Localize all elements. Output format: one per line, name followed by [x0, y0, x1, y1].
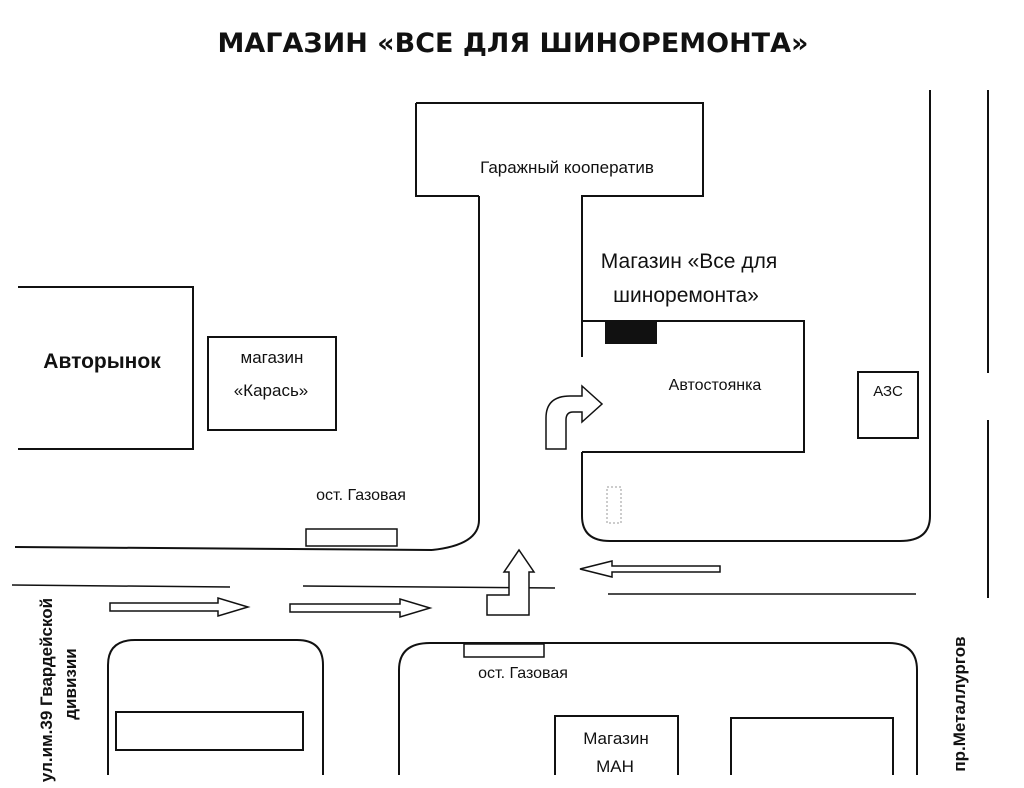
street-right-label: пр.Металлургов	[950, 636, 969, 771]
traffic-arrow-left	[579, 560, 721, 578]
bus-stop-bottom-shelter	[463, 643, 545, 658]
parking-label: Автостоянка	[669, 377, 762, 394]
street-left-label-line2: дивизии	[61, 648, 80, 720]
road-edge-right-of-parking	[581, 90, 931, 542]
bus-stop-top-label: ост. Газовая	[316, 487, 406, 504]
main-road-upper-edge	[14, 546, 433, 551]
shop-label-line1: Магазин «Все для	[601, 250, 777, 273]
karas-label-line2: «Карась»	[234, 381, 309, 400]
block-bottom-right	[398, 642, 918, 775]
target-shop-marker	[605, 322, 657, 344]
karas-shop-building	[207, 336, 337, 431]
man-label-line1: Магазин	[583, 729, 649, 748]
parking-building	[582, 320, 805, 453]
gas-station-building	[857, 371, 919, 439]
bus-stop-top-shelter	[305, 528, 398, 547]
avtorynok-label: Авторынок	[43, 350, 161, 373]
street-left-label-line1: ул.им.39 Гвардейской	[37, 598, 56, 782]
gas-station-label: АЗС	[873, 383, 903, 400]
avtorynok-building	[18, 286, 194, 450]
shop-label-line2: шиноремонта»	[613, 284, 759, 307]
traffic-arrow-right-1	[109, 596, 251, 618]
turn-arrow-up	[486, 548, 536, 616]
block-bottom-left	[107, 639, 324, 775]
map-title: МАГАЗИН «ВСЕ ДЛЯ ШИНОРЕМОНТА»	[218, 28, 809, 59]
building-bottom-right	[730, 717, 894, 775]
traffic-arrow-right-2	[289, 597, 433, 619]
turn-arrow-into-parking	[545, 384, 604, 450]
garage-cooperative-building	[415, 102, 704, 551]
bus-stop-bottom-label: ост. Газовая	[478, 665, 568, 682]
building-bottom-left	[115, 711, 304, 751]
man-shop-building	[554, 715, 679, 775]
karas-label-line1: магазин	[241, 348, 304, 367]
lane-divider-left	[11, 584, 231, 588]
garage-label: Гаражный кооператив	[480, 158, 654, 177]
man-label-line2: МАН	[596, 757, 634, 776]
parking-gate	[606, 486, 622, 524]
